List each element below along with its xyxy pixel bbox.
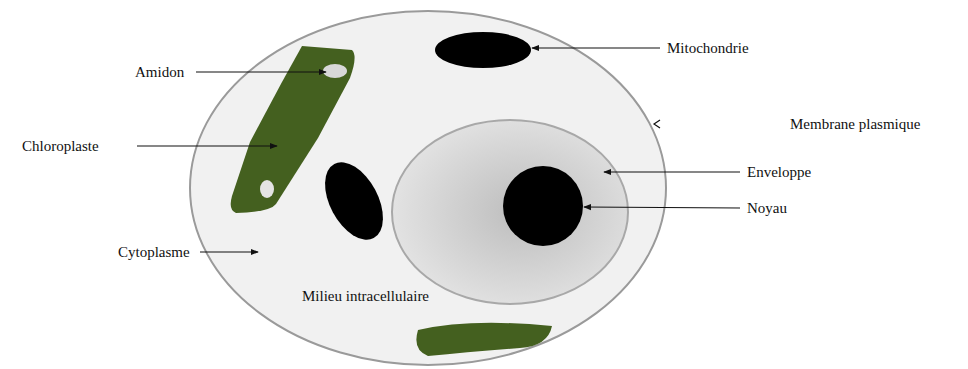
- mitochondrion: [313, 153, 395, 250]
- part-label: Mitochondrie: [667, 39, 749, 57]
- mitochondrion: [435, 32, 531, 68]
- cell-membrane: [190, 11, 666, 365]
- leader-line: [137, 145, 277, 146]
- chloroplast: [416, 323, 552, 356]
- leader-line: [200, 251, 258, 252]
- part-label: Membrane plasmique: [790, 115, 920, 133]
- nucleus: [503, 166, 583, 246]
- leader-line: [604, 171, 740, 172]
- part-label: Amidon: [135, 63, 184, 81]
- leader-line: [532, 47, 660, 48]
- starch-grain: [323, 64, 347, 78]
- part-label: Noyau: [747, 199, 787, 217]
- starch-grain: [260, 180, 274, 198]
- membrane-mark: [654, 120, 660, 128]
- part-label: Milieu intracellulaire: [302, 287, 429, 305]
- leader-line: [196, 71, 326, 72]
- part-label: Enveloppe: [747, 163, 811, 181]
- nuclear-envelope: [392, 120, 628, 304]
- part-label: Cytoplasme: [118, 243, 190, 261]
- leader-line: [584, 207, 740, 208]
- part-label: Chloroplaste: [22, 137, 99, 155]
